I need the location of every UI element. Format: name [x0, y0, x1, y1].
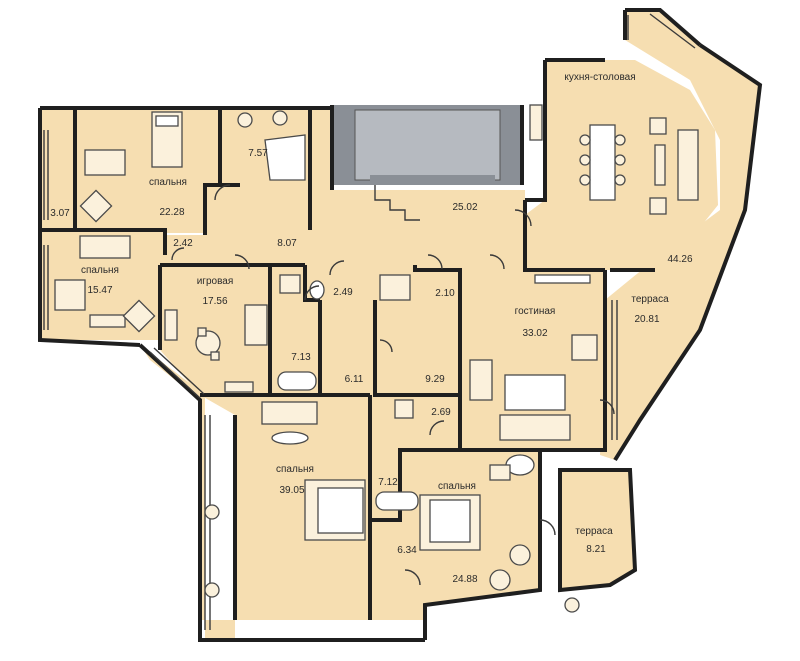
hall-area-label: 25.02 — [452, 202, 477, 213]
bedroom-nw-area-label: 22.28 — [159, 207, 184, 218]
doors — [171, 184, 615, 586]
stair-shaft — [332, 105, 522, 221]
closet-mid-area-label: 6.11 — [345, 374, 364, 385]
master-bedroom-area-label: 39.05 — [279, 485, 304, 496]
corridor-area-label: 8.07 — [277, 238, 297, 249]
terrace-south-area-label: 8.21 — [586, 544, 606, 555]
master-bedroom-name: спальня — [276, 464, 314, 475]
playroom-name: игровая — [197, 276, 234, 287]
kitchen-dining-area-label: 44.26 — [667, 254, 692, 265]
bath-n-area-label: 7.57 — [248, 148, 268, 159]
hall-s-area-label: 9.29 — [425, 374, 445, 385]
terrace-east-area-label: 20.81 — [634, 314, 659, 325]
bedroom-nw-name: спальня — [149, 177, 187, 188]
terrace-south-area — [560, 470, 635, 590]
terrace-south-name: терраса — [575, 526, 613, 537]
closet-mid-area — [320, 300, 375, 395]
bath-mid-area-label: 7.13 — [291, 352, 311, 363]
hall-area — [160, 108, 525, 300]
playroom-area-label: 17.56 — [202, 296, 227, 307]
bath-s-area-label: 7.12 — [378, 477, 398, 488]
furniture — [54, 104, 699, 613]
playroom-area — [160, 255, 270, 395]
closet-w-area-label: 3.07 — [50, 208, 70, 219]
small-2-42-area-label: 2.42 — [173, 238, 193, 249]
small-2-10-area-label: 2.10 — [435, 288, 455, 299]
room-labels: кухня-столовая 44.26 спальня 22.28 7.57 … — [50, 72, 693, 585]
terrace-east-name: терраса — [631, 294, 669, 305]
master-bedroom-area — [200, 395, 370, 620]
bedroom-w-name: спальня — [81, 265, 119, 276]
living-area-label: 33.02 — [522, 328, 547, 339]
bedroom-s-name: спальня — [438, 481, 476, 492]
living-name: гостиная — [515, 306, 556, 317]
closet-s-area-label: 6.34 — [397, 545, 417, 556]
bedroom-s-area-label: 24.88 — [452, 574, 477, 585]
terrace-east-area — [600, 10, 760, 460]
bedroom-nw-area — [40, 108, 220, 233]
kitchen-dining-name: кухня-столовая — [564, 72, 635, 83]
wc-area-label: 2.49 — [333, 287, 353, 298]
closet-s-area — [370, 520, 425, 620]
small-2-69-area-label: 2.69 — [431, 407, 451, 418]
bedroom-w-area-label: 15.47 — [87, 285, 112, 296]
